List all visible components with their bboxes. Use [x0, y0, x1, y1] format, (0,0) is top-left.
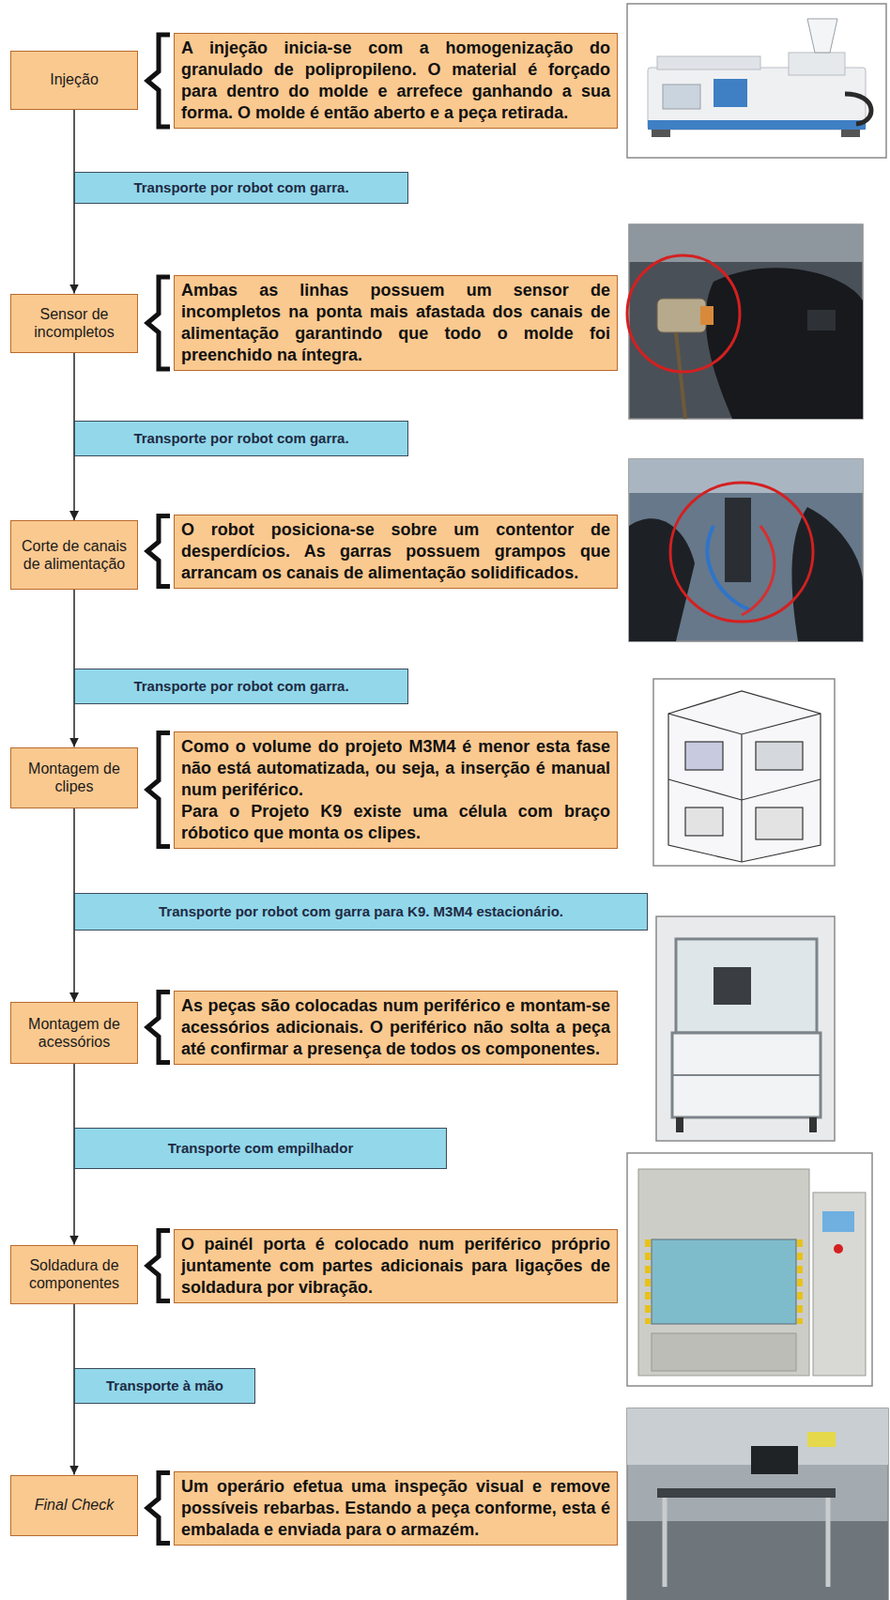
brace — [147, 1473, 170, 1544]
transport-box: Transporte por robot com garra para K9. … — [74, 892, 648, 931]
brace — [147, 733, 170, 847]
node-text: Montagem de acessórios — [16, 1014, 132, 1051]
description-box: Um operário efetua uma inspeção visual e… — [173, 1471, 618, 1546]
process-box: Corte de canais de alimentação — [10, 520, 139, 590]
final-check-photo — [627, 1408, 889, 1600]
description-box: O painél porta é colocado num periférico… — [173, 1228, 618, 1304]
transport-box: Transporte à mão — [74, 1367, 256, 1404]
transport-box: Transporte com empilhador — [74, 1127, 447, 1169]
node-text: Montagem de clipes — [16, 759, 132, 796]
node-text: As peças são colocadas num periférico e … — [181, 995, 611, 1060]
process-box: Injeção — [10, 50, 139, 110]
description-box: O robot posiciona-se sobre um contentor … — [173, 514, 618, 589]
process-box: Final Check — [10, 1474, 139, 1536]
node-text: Transporte à mão — [106, 1377, 224, 1395]
gripper-photo — [629, 459, 863, 642]
description-box: Como o volume do projeto M3M4 é menor es… — [173, 731, 618, 849]
node-text: Um operário efetua uma inspeção visual e… — [181, 1475, 611, 1541]
process-box: Soldadura de componentes — [10, 1244, 139, 1305]
node-text: A injeção inicia-se com a homogenização … — [181, 37, 611, 124]
transport-box: Transporte por robot com garra. — [74, 171, 409, 204]
node-text: Sensor de incompletos — [16, 305, 132, 341]
node-text: Transporte por robot com garra. — [133, 677, 349, 695]
process-box: Montagem de acessórios — [10, 1001, 139, 1064]
node-text: Injeção — [49, 70, 99, 89]
brace — [147, 992, 170, 1063]
node-text: Transporte com empilhador — [168, 1139, 354, 1157]
braces — [147, 34, 170, 1544]
node-text: Ambas as linhas possuem um sensor de inc… — [181, 279, 611, 367]
node-text: Transporte por robot com garra. — [133, 179, 349, 197]
clip-cell-drawing — [653, 678, 835, 866]
node-text: Corte de canais de alimentação — [16, 537, 132, 573]
node-text: Transporte por robot com garra para K9. … — [158, 903, 564, 921]
node-text: Soldadura de componentes — [16, 1256, 132, 1292]
transport-box: Transporte por robot com garra. — [74, 668, 409, 705]
brace — [147, 34, 170, 127]
brace — [147, 1230, 170, 1302]
brace — [147, 516, 170, 587]
process-box: Montagem de clipes — [10, 747, 139, 809]
description-box: As peças são colocadas num periférico e … — [173, 990, 618, 1065]
welding-machine-picture — [627, 1152, 873, 1386]
description-box: Ambas as linhas possuem um sensor de inc… — [173, 275, 618, 371]
description-box: A injeção inicia-se com a homogenização … — [173, 32, 618, 129]
sensor-photo — [627, 224, 863, 419]
node-text: Transporte por robot com garra. — [133, 429, 349, 447]
process-box: Sensor de incompletos — [10, 293, 139, 353]
accessory-peripheral-photo — [656, 916, 835, 1141]
node-text: O painél porta é colocado num periférico… — [181, 1233, 611, 1299]
injection-machine-picture — [627, 3, 887, 158]
node-text: Como o volume do projeto M3M4 é menor es… — [181, 736, 611, 801]
node-text: O robot posiciona-se sobre um contentor … — [181, 519, 611, 584]
transport-box: Transporte por robot com garra. — [74, 420, 409, 457]
brace — [147, 276, 170, 369]
node-text: Final Check — [34, 1495, 114, 1514]
node-text: Para o Projeto K9 existe uma célula com … — [181, 800, 611, 844]
